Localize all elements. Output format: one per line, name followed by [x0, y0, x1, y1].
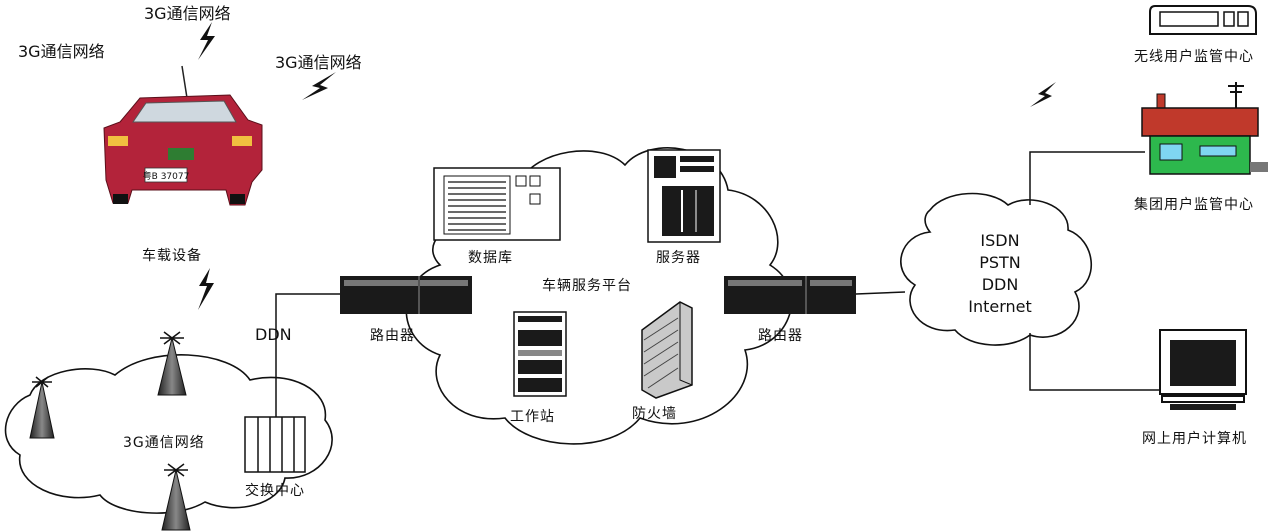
wireless-center-label: 无线用户监管中心 [1134, 49, 1254, 65]
wan-group-line [1029, 151, 1145, 205]
computer-icon [1159, 329, 1247, 410]
server-label: 服务器 [656, 250, 701, 266]
workstation-label: 工作站 [510, 409, 555, 425]
switch-center-icon [244, 416, 306, 473]
router-right-icon [724, 276, 856, 314]
local-cloud-label: 3G通信网络 [123, 435, 205, 451]
network-label-left: 3G通信网络 [18, 42, 105, 61]
wan-pc-line [1029, 333, 1160, 391]
vehicle-device-label: 车载设备 [142, 248, 202, 264]
platform-label: 车辆服务平台 [542, 278, 632, 294]
group-center-label: 集团用户监管中心 [1134, 197, 1254, 213]
house-icon [1141, 82, 1268, 175]
database-label: 数据库 [468, 250, 513, 266]
van-icon [1149, 5, 1257, 35]
wan-line-ddn: DDN [981, 275, 1019, 294]
firewall-icon [641, 301, 693, 399]
wan-line-pstn: PSTN [979, 253, 1021, 272]
router-left-icon [340, 276, 472, 314]
network-label-top: 3G通信网络 [144, 4, 231, 23]
license-plate: 粤B 37077 [143, 170, 190, 182]
wan-line-internet: Internet [968, 297, 1032, 316]
car-icon: 粤B 37077 [103, 65, 263, 206]
tower-icon [29, 331, 191, 531]
router-right-label: 路由器 [758, 328, 803, 344]
ddn-link-line [275, 293, 340, 417]
router-right-wan-line [855, 291, 906, 295]
router-left-label: 路由器 [370, 328, 415, 344]
network-label-right: 3G通信网络 [275, 53, 362, 72]
local-3g-cloud [4, 354, 333, 514]
wan-cloud-text: ISDN PSTN DDN Internet [945, 230, 1055, 318]
database-icon [433, 167, 561, 241]
online-pc-label: 网上用户计算机 [1142, 431, 1247, 447]
server-icon [647, 149, 721, 243]
switch-center-label: 交换中心 [245, 483, 305, 499]
workstation-icon [513, 311, 567, 397]
firewall-label: 防火墙 [632, 406, 677, 422]
ddn-label: DDN [255, 325, 292, 344]
lightning-icon [198, 22, 1056, 310]
wan-line-isdn: ISDN [980, 231, 1020, 250]
